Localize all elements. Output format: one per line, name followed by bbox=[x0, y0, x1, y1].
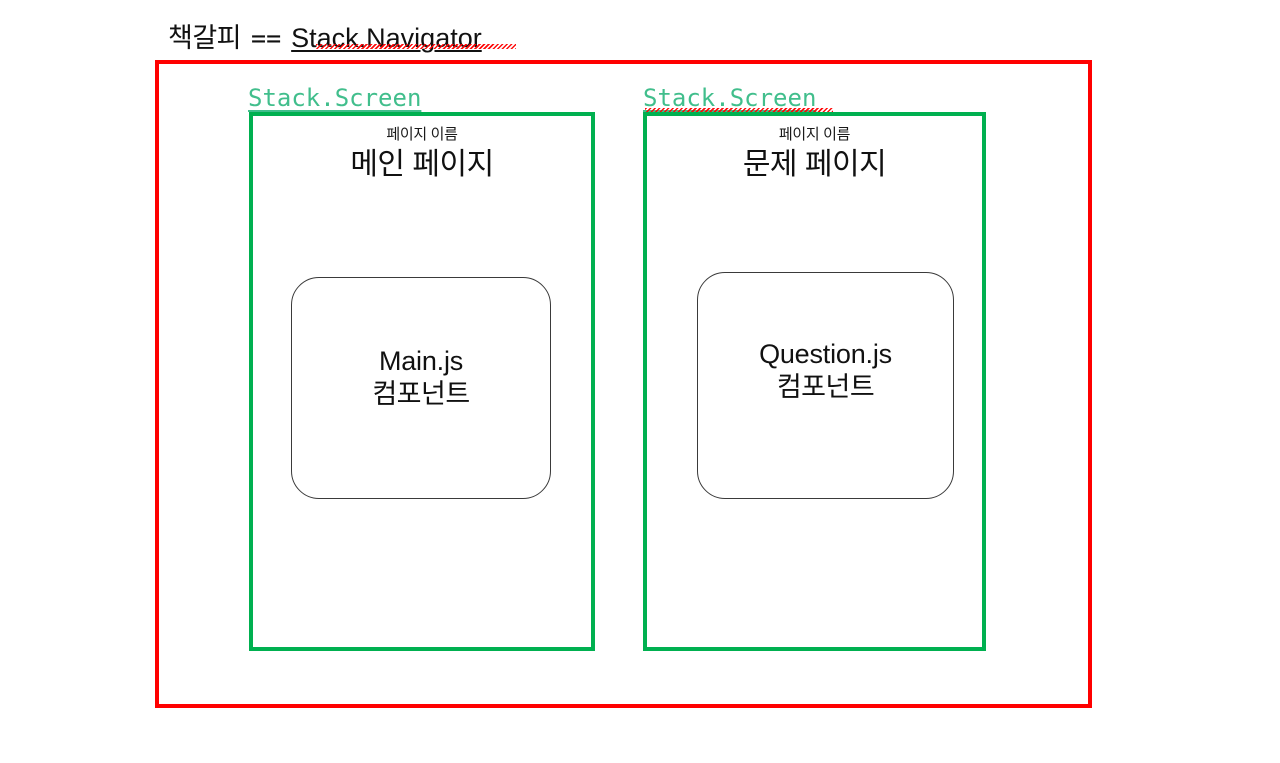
component-file-question: Question.js bbox=[759, 339, 892, 369]
component-kind-main: 컴포넌트 bbox=[372, 378, 470, 409]
page-name-caption-right: 페이지 이름 bbox=[778, 126, 851, 143]
stack-navigator-container bbox=[155, 60, 1092, 708]
spellcheck-squiggle-icon bbox=[316, 44, 516, 49]
title-code-term: Stack.Navigator bbox=[291, 23, 482, 53]
spellcheck-squiggle-icon-right bbox=[645, 108, 833, 113]
stack-screen-container-left bbox=[249, 112, 595, 651]
component-kind-question: 컴포넌트 bbox=[776, 371, 875, 402]
diagram-title: 책갈피 == Stack.Navigator bbox=[168, 16, 482, 55]
component-box-question: Question.js 컴포넌트 bbox=[697, 272, 954, 499]
component-file-main: Main.js bbox=[378, 346, 464, 376]
page-name-group-left: 페이지 이름 메인 페이지 bbox=[249, 126, 595, 186]
page-name-value-left: 메인 페이지 bbox=[350, 148, 494, 181]
title-equals-operator: == bbox=[251, 24, 282, 53]
title-korean-term: 책갈피 bbox=[168, 23, 242, 53]
page-name-group-right: 페이지 이름 문제 페이지 bbox=[643, 126, 986, 186]
stack-screen-label-left: Stack.Screen bbox=[248, 84, 422, 112]
page-name-value-right: 문제 페이지 bbox=[742, 148, 887, 181]
stack-screen-label-right: Stack.Screen bbox=[643, 84, 817, 112]
component-box-main: Main.js 컴포넌트 bbox=[291, 277, 551, 499]
stack-screen-container-right bbox=[643, 112, 986, 651]
page-name-caption-left: 페이지 이름 bbox=[386, 126, 458, 143]
